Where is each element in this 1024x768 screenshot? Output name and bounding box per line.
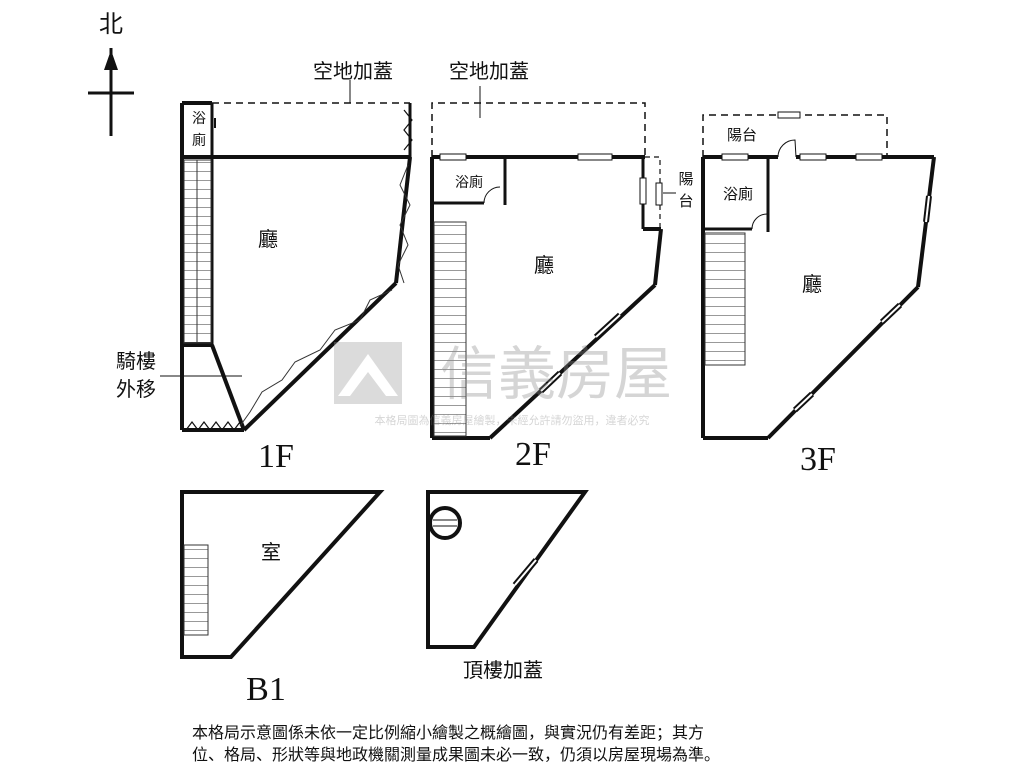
floor-2f-label: 2F: [515, 436, 551, 473]
floor-2f-annex-label: 空地加蓋: [449, 59, 529, 83]
watermark: 信義房屋 本格局圖為信義房屋繪製，未經允許請勿盜用，違者必究: [334, 340, 672, 427]
floor-3f-plan: [701, 111, 936, 440]
floor-1f-arcade-label-2: 外移: [116, 377, 156, 401]
floor-3f-balcony-label: 陽台: [727, 126, 757, 144]
floor-2f-balcony-label-2: 台: [678, 192, 693, 210]
watermark-brand: 信義房屋: [440, 340, 672, 408]
floor-3f-label: 3F: [800, 441, 836, 478]
floor-b1-label: B1: [246, 671, 286, 708]
floor-1f-plan: [160, 80, 413, 432]
watermark-note: 本格局圖為信義房屋繪製，未經允許請勿盜用，違者必究: [375, 413, 650, 427]
floor-2f-bath-label: 浴廁: [455, 174, 483, 191]
north-label: 北: [99, 10, 123, 38]
floor-1f-bath-label-2: 廁: [192, 132, 206, 149]
floor-roof-plan: [426, 490, 589, 649]
floor-2f-hall-label: 廳: [534, 253, 554, 277]
floor-3f-hall-label: 廳: [802, 272, 822, 296]
house-logo-icon: [334, 342, 402, 404]
north-arrow-icon: [88, 48, 134, 136]
floor-b1-room-label: 室: [261, 540, 281, 564]
floor-1f-annex-label: 空地加蓋: [313, 59, 393, 83]
floor-3f-bath-label: 浴廁: [723, 185, 753, 203]
floor-roof-label: 頂樓加蓋: [463, 658, 543, 682]
floor-2f-balcony-label-1: 陽: [678, 170, 693, 188]
floor-2f-plan: [430, 86, 676, 440]
floor-b1-plan: [180, 490, 385, 659]
disclaimer-line-1: 本格局示意圖係未依一定比例縮小繪製之概繪圖，與實況仍有差距；其方: [192, 723, 705, 742]
floor-1f-arcade-label-1: 騎樓: [116, 349, 156, 373]
floor-1f-hall-label: 廳: [258, 227, 278, 251]
floor-1f-label: 1F: [258, 438, 294, 475]
disclaimer: 本格局示意圖係未依一定比例縮小繪製之概繪圖，與實況仍有差距；其方 位、格局、形狀…: [192, 722, 832, 766]
disclaimer-line-2: 位、格局、形狀等與地政機關測量成果圖未必一致，仍須以房屋現場為準。: [192, 745, 721, 764]
floor-1f-bath-label-1: 浴: [192, 111, 206, 127]
